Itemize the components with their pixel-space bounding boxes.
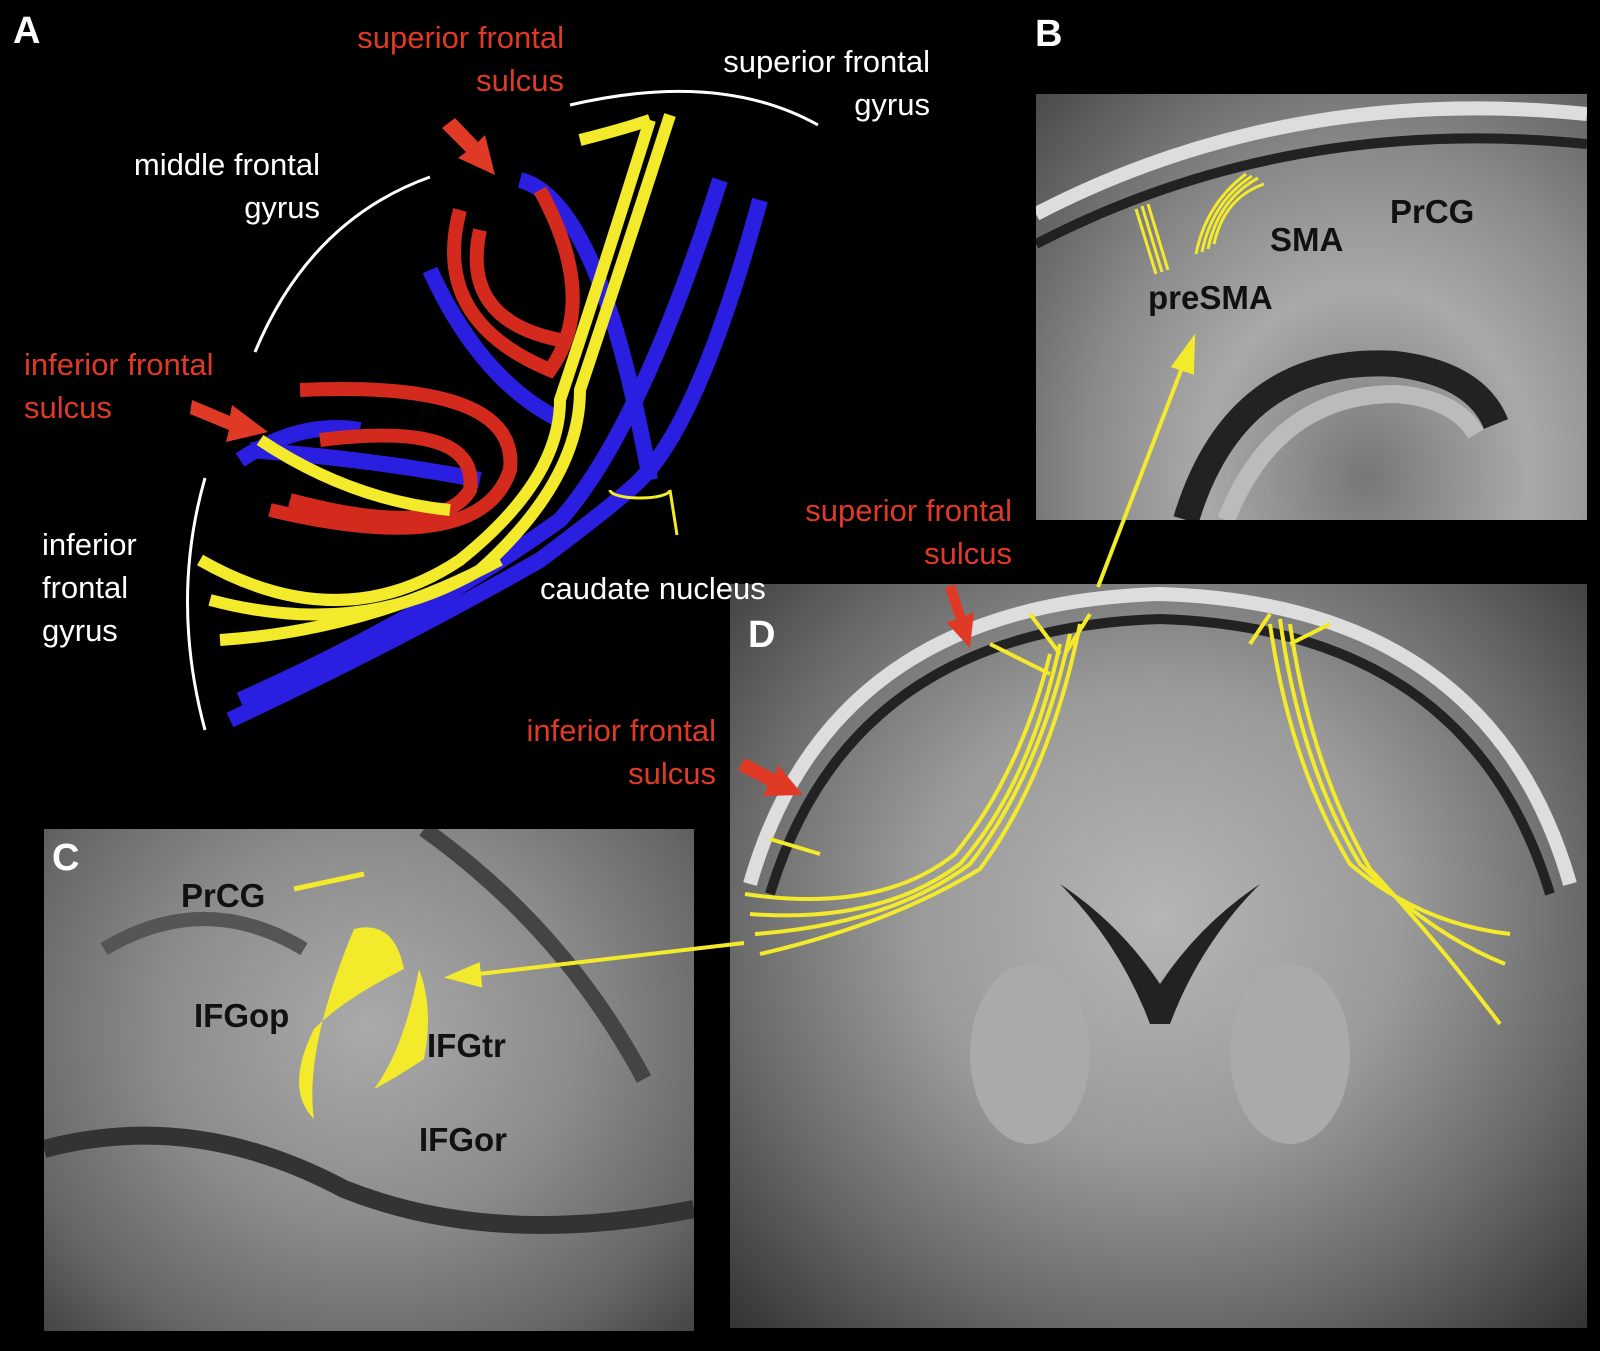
yellow-tracts: [197, 113, 676, 646]
label-b-presma: preSMA: [1148, 279, 1273, 316]
ifgtr-tract: [374, 969, 428, 1089]
superior-frontal-gyrus-bracket: [569, 89, 819, 127]
middle-frontal-gyrus-bracket: [253, 175, 431, 353]
label-d-superior-frontal-sulcus: superior frontal sulcus: [805, 493, 1012, 571]
panel-letter-c: C: [52, 837, 80, 879]
label-a-superior-frontal-gyrus: superior frontal gyrus: [723, 44, 930, 122]
panel-d-coronal-mri: [730, 584, 1587, 1328]
panel-b-drawing: [1036, 101, 1587, 520]
label-c-ifgtr: IFGtr: [427, 1027, 506, 1064]
label-c-ifgor: IFGor: [419, 1121, 507, 1158]
label-b-sma: SMA: [1270, 221, 1344, 258]
label-d-inferior-frontal-sulcus: inferior frontal sulcus: [526, 713, 716, 791]
red-tracts: [268, 186, 580, 535]
panel-b-sagittal-mri: [1036, 94, 1587, 520]
panel-c-sagittal-mri: [44, 829, 694, 1331]
panel-letter-b: B: [1035, 13, 1063, 55]
label-c-ifgop: IFGop: [194, 997, 290, 1034]
inferior-frontal-gyrus-bracket: [186, 477, 207, 731]
prcg-tract: [293, 871, 365, 892]
left-tract: [744, 612, 1092, 956]
label-a-inferior-frontal-sulcus: inferior frontal sulcus: [24, 347, 214, 425]
panel-letter-d: D: [748, 614, 776, 656]
label-c-prcg: PrCG: [181, 877, 266, 914]
presma-tract: [1134, 203, 1170, 275]
right-tract: [1248, 612, 1511, 1026]
caudate-pointer: [608, 489, 679, 536]
panel-c-drawing: [44, 829, 694, 1234]
red-arrow-icons: [190, 118, 974, 796]
label-b-prcg: PrCG: [1390, 193, 1475, 230]
label-a-middle-frontal-gyrus: middle frontal gyrus: [133, 147, 320, 225]
panel-d-drawing: [743, 586, 1577, 1144]
ifgop-tract: [299, 927, 404, 1119]
label-a-superior-frontal-sulcus: superior frontal sulcus: [357, 20, 564, 98]
panel-letter-a: A: [13, 10, 41, 52]
label-a-inferior-frontal-gyrus: inferior frontal gyrus: [42, 527, 137, 648]
yellow-arrow-icons: [443, 333, 1196, 988]
label-a-caudate-nucleus: caudate nucleus: [540, 571, 766, 606]
sma-tract: [1194, 172, 1265, 255]
